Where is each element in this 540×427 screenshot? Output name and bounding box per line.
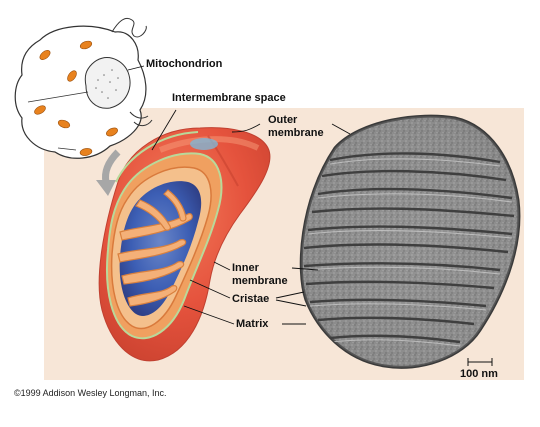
cristae-folds bbox=[117, 189, 193, 307]
leader-lines bbox=[151, 109, 351, 325]
label-inner-membrane-line1: Inner bbox=[232, 262, 259, 274]
label-inner-membrane-line2: membrane bbox=[232, 275, 288, 287]
scale-bar-label: 100 nm bbox=[460, 368, 498, 380]
label-matrix: Matrix bbox=[236, 318, 269, 330]
scale-bar bbox=[467, 358, 493, 366]
zoom-arrow bbox=[96, 149, 121, 196]
nucleus-chromatin bbox=[95, 69, 119, 99]
cell-sketch bbox=[14, 17, 153, 159]
electron-micrograph bbox=[299, 114, 521, 369]
mitochondrion-3d-model bbox=[98, 127, 271, 362]
label-intermembrane-space: Intermembrane space bbox=[172, 92, 286, 104]
small-mitochondria bbox=[34, 40, 118, 156]
copyright-notice: ©1999 Addison Wesley Longman, Inc. bbox=[14, 388, 167, 398]
nucleus bbox=[84, 57, 131, 109]
label-outer-membrane-line1: Outer bbox=[268, 114, 298, 126]
label-cristae: Cristae bbox=[232, 293, 270, 305]
micrograph-cristae bbox=[301, 116, 519, 368]
cell-villi bbox=[129, 111, 153, 127]
label-outer-membrane-line2: membrane bbox=[268, 127, 324, 139]
label-mitochondrion: Mitochondrion bbox=[146, 58, 223, 70]
cell-process bbox=[111, 17, 147, 38]
